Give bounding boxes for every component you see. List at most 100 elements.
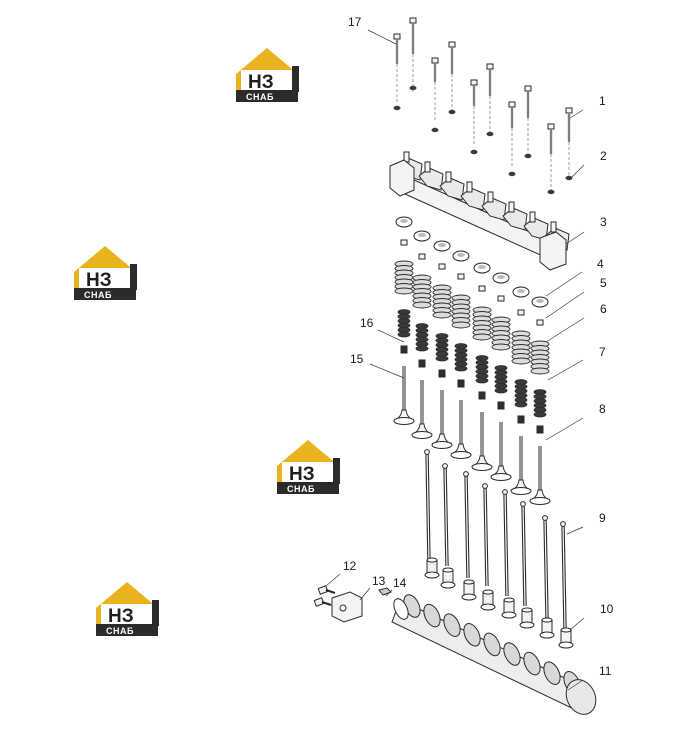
logo-panel [79, 268, 131, 288]
valve-keeper [517, 309, 525, 316]
rocker-adjuster [550, 221, 557, 233]
callout-leader [569, 109, 584, 119]
bolt-head [547, 123, 555, 130]
bolt-head [448, 41, 456, 48]
tappet-top [560, 627, 572, 633]
valve-spring-outer [511, 330, 531, 365]
bolt [486, 63, 494, 96]
bolt [470, 79, 478, 106]
push-rod-hl [465, 473, 469, 579]
valve-spring-outer [432, 284, 452, 319]
valve-spring-inner [435, 333, 449, 362]
logo-panel [101, 604, 153, 624]
valve-face [490, 473, 512, 481]
bolt [508, 101, 516, 128]
logo-brand-main: НЗ [248, 72, 274, 93]
push-rod-ball [463, 471, 469, 477]
callout-leader [545, 417, 584, 441]
callout-number: 3 [600, 215, 607, 229]
callout-8: 8 [545, 402, 606, 441]
bolt [448, 41, 456, 74]
callout-5: 5 [545, 276, 607, 319]
bolt-head [431, 57, 439, 64]
spring-coil [514, 401, 528, 408]
callout-number: 12 [343, 559, 357, 573]
callout-17: 17 [348, 15, 397, 45]
camshaft [391, 594, 597, 715]
spring-coil [494, 387, 508, 394]
logo-band [236, 90, 298, 102]
logo-side [130, 264, 137, 290]
camshaft-key [378, 587, 392, 596]
rocker-pedestal-rear [539, 231, 567, 271]
tappet-top [482, 589, 494, 595]
washer [393, 105, 401, 111]
callout-number: 8 [599, 402, 606, 416]
callout-number: 10 [600, 602, 614, 616]
callout-number: 9 [599, 511, 606, 525]
bolt-head [470, 79, 478, 86]
logo-side [333, 458, 340, 484]
valve-spring-inner [514, 379, 528, 408]
thrust-plate-bolt-shank [321, 601, 332, 606]
bolt [431, 57, 439, 82]
callout-13: 13 [359, 574, 386, 601]
cam-lobe [503, 642, 521, 666]
cam-lobe [443, 613, 461, 637]
callout-7: 7 [547, 345, 606, 381]
callout-number: 15 [350, 352, 364, 366]
valve-spring-inner [397, 309, 411, 338]
callout-number: 4 [597, 257, 604, 271]
callout-2: 2 [570, 149, 607, 179]
washer [470, 149, 478, 155]
callout-12: 12 [325, 559, 357, 587]
push-rod-ball [502, 489, 508, 495]
tappet-foot [461, 593, 477, 601]
logo-band [74, 288, 136, 300]
rocker-adjuster [466, 181, 473, 193]
valve-spring-inner [533, 389, 547, 418]
bolt-head [409, 17, 417, 24]
valve-spring-outer [451, 294, 471, 329]
push-rod-ball [424, 449, 430, 455]
callout-6: 6 [545, 302, 607, 343]
callout-4: 4 [545, 257, 604, 297]
callout-14: 14 [385, 576, 407, 597]
washer [524, 153, 532, 159]
callout-10: 10 [569, 602, 614, 631]
valve-keeper [418, 253, 426, 260]
callout-16: 16 [360, 316, 405, 343]
push-rod-hl [484, 485, 488, 587]
callout-number: 17 [348, 15, 362, 29]
retainer-hole [438, 243, 446, 247]
parts-layer [313, 17, 597, 715]
push-rod-ball [482, 483, 488, 489]
logo-band [277, 482, 339, 494]
tappet-top [503, 597, 515, 603]
valve-stem-seal [497, 401, 505, 410]
valve-face [450, 451, 472, 459]
callout-number: 16 [360, 316, 374, 330]
callout-number: 5 [600, 276, 607, 290]
callout-number: 1 [599, 94, 606, 108]
rocker-adjuster [445, 171, 452, 183]
logo-brand-sub: СНАБ [106, 626, 134, 636]
logo-panel [241, 70, 293, 90]
logo-brand-sub: СНАБ [287, 484, 315, 494]
callout-number: 7 [599, 345, 606, 359]
tappet-top [463, 579, 475, 585]
push-rod-hl [522, 503, 526, 607]
callout-leader [367, 29, 397, 45]
valve-keeper [497, 295, 505, 302]
thrust-plate-bolt-head [317, 585, 329, 595]
push-rod-ball [442, 463, 448, 469]
callout-leader [545, 317, 585, 343]
callout-leader [359, 587, 371, 601]
logo-side [292, 66, 299, 92]
spring-coil [533, 411, 547, 418]
bolt [393, 33, 401, 64]
callout-leader [565, 231, 585, 245]
rocker-pedestal-front [389, 159, 415, 197]
